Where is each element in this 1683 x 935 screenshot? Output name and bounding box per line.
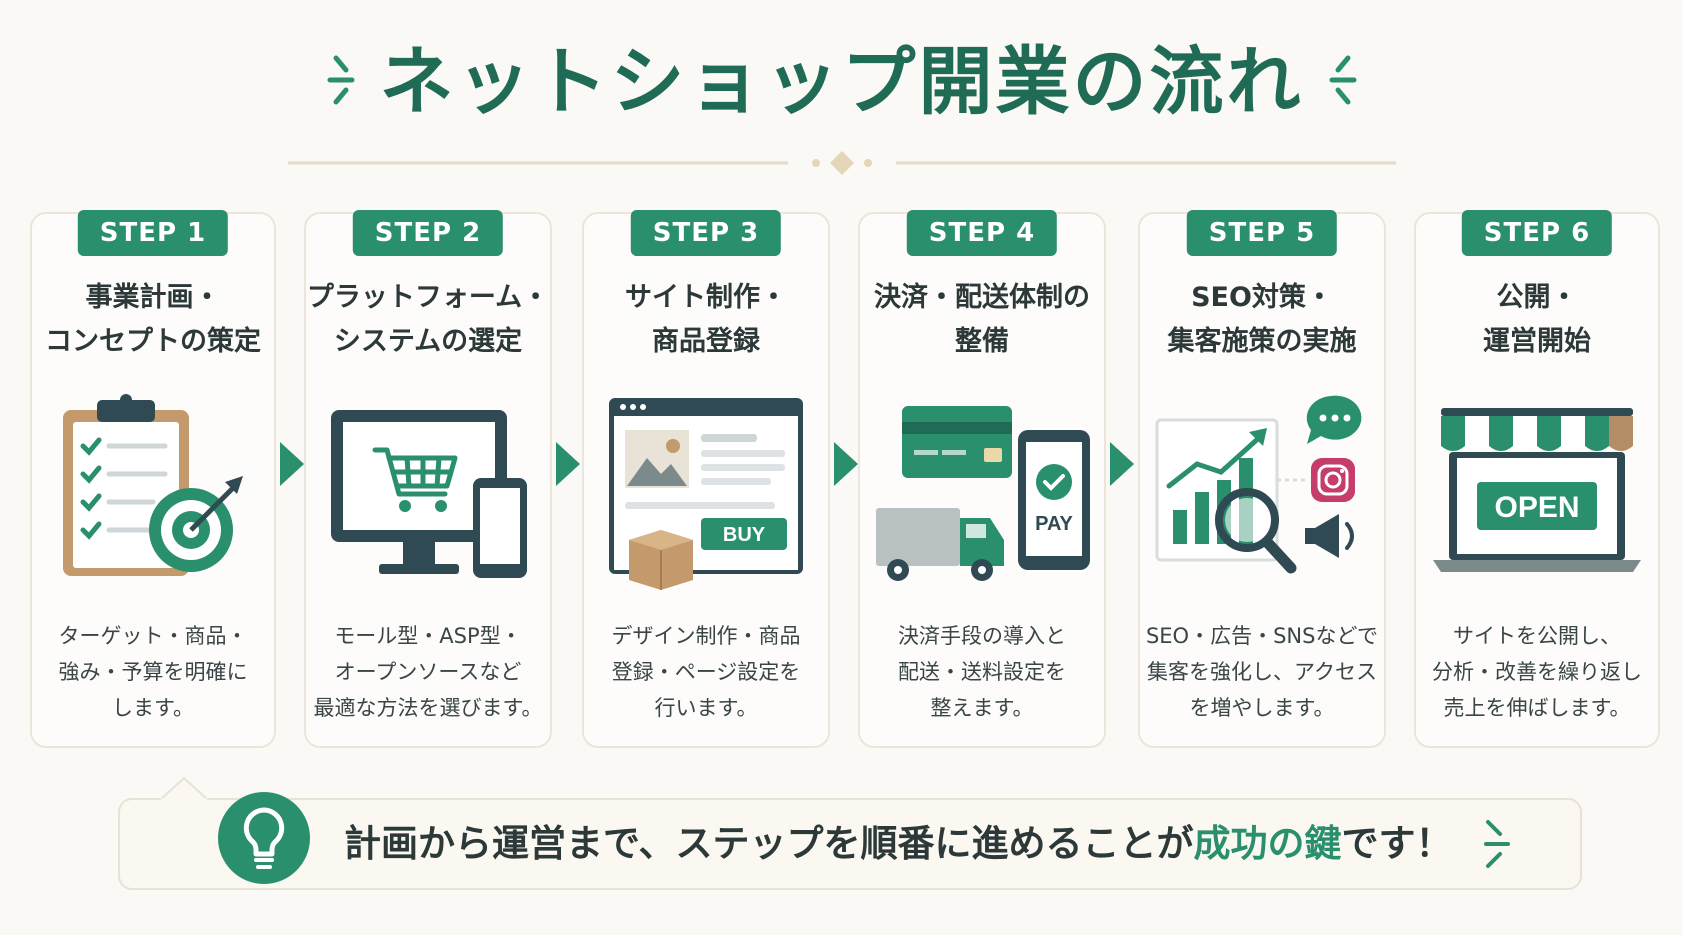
step-card-6: STEP 6 公開・運営開始 OPEN サイトを公開し、分析・改善を繰り返し売上… — [1414, 210, 1660, 748]
step-description: デザイン制作・商品登録・ページ設定を行います。 — [611, 624, 801, 720]
analytics-marketing-icon — [1155, 395, 1362, 574]
tip-sparkle-icon — [1484, 820, 1510, 868]
step-card-1: STEP 1 事業計画・コンセプトの策定 ターゲット・商品・強み・予算を明確にし… — [30, 210, 276, 748]
open-sign-label: OPEN — [1494, 491, 1579, 524]
payment-delivery-icon: PAY — [876, 406, 1090, 581]
monitor-cart-icon — [331, 410, 527, 578]
step-badge: STEP 6 — [1461, 210, 1613, 256]
step-badge: STEP 3 — [630, 210, 782, 256]
step-description: サイトを公開し、分析・改善を繰り返し売上を伸ばします。 — [1432, 624, 1642, 720]
step-title: 公開・運営開始 — [1483, 282, 1591, 357]
step-badge: STEP 1 — [77, 210, 229, 256]
arrow-right-icon — [1110, 442, 1134, 486]
lightbulb-icon — [218, 792, 310, 884]
step-title: 決済・配送体制の整備 — [874, 282, 1090, 357]
arrow-right-icon — [280, 442, 304, 486]
arrow-right-icon — [834, 442, 858, 486]
title-area: ネットショップ開業の流れ — [0, 34, 1683, 130]
step-description: ターゲット・商品・強み・予算を明確にします。 — [58, 624, 248, 720]
step-description: 決済手段の導入と配送・送料設定を整えます。 — [898, 624, 1066, 720]
open-store-icon: OPEN — [1433, 408, 1641, 572]
step-description: SEO・広告・SNSなどで集客を強化し、アクセスを増やします。 — [1145, 624, 1379, 720]
clipboard-target-icon — [63, 394, 243, 576]
step-badge: STEP 2 — [352, 210, 504, 256]
tip-notch — [160, 776, 209, 802]
step-title: プラットフォーム・システムの選定 — [306, 282, 550, 357]
step-card-4: STEP 4 決済・配送体制の整備 PAY 決済手段の導入と配送・送料設定を整え… — [858, 210, 1106, 748]
step-title: SEO対策・集客施策の実施 — [1167, 282, 1357, 357]
step-badge: STEP 5 — [1186, 210, 1338, 256]
step-card-5: STEP 5 SEO対策・集客施策の実施 SEO・広告・SNSなどで集客を強化し… — [1138, 210, 1386, 748]
step-card-2: STEP 2 プラットフォーム・システムの選定 モール型・ASP型・オープンソー… — [304, 210, 552, 748]
pay-label: PAY — [1035, 513, 1073, 535]
sparkle-right-icon — [1329, 55, 1357, 105]
sparkle-left-icon — [327, 55, 355, 105]
tip-banner — [118, 798, 1582, 890]
arrow-right-icon — [556, 442, 580, 486]
step-card-3: STEP 3 サイト制作・商品登録 BUY デザイン制作・商品登録・ページ設定を… — [582, 210, 830, 748]
tip-message: 計画から運営まで、ステップを順番に進めることが成功の鍵です！ — [344, 822, 1453, 865]
step-badge: STEP 4 — [906, 210, 1058, 256]
page-title: ネットショップ開業の流れ — [379, 39, 1304, 125]
title-divider — [288, 151, 1396, 175]
tip-accent: 成功の鍵 — [1193, 822, 1342, 865]
webpage-buy-icon: BUY — [609, 398, 803, 590]
buy-button-label: BUY — [723, 524, 766, 546]
step-title: 事業計画・コンセプトの策定 — [45, 282, 261, 357]
step-description: モール型・ASP型・オープンソースなど最適な方法を選びます。 — [313, 624, 543, 720]
step-title: サイト制作・商品登録 — [625, 282, 787, 357]
